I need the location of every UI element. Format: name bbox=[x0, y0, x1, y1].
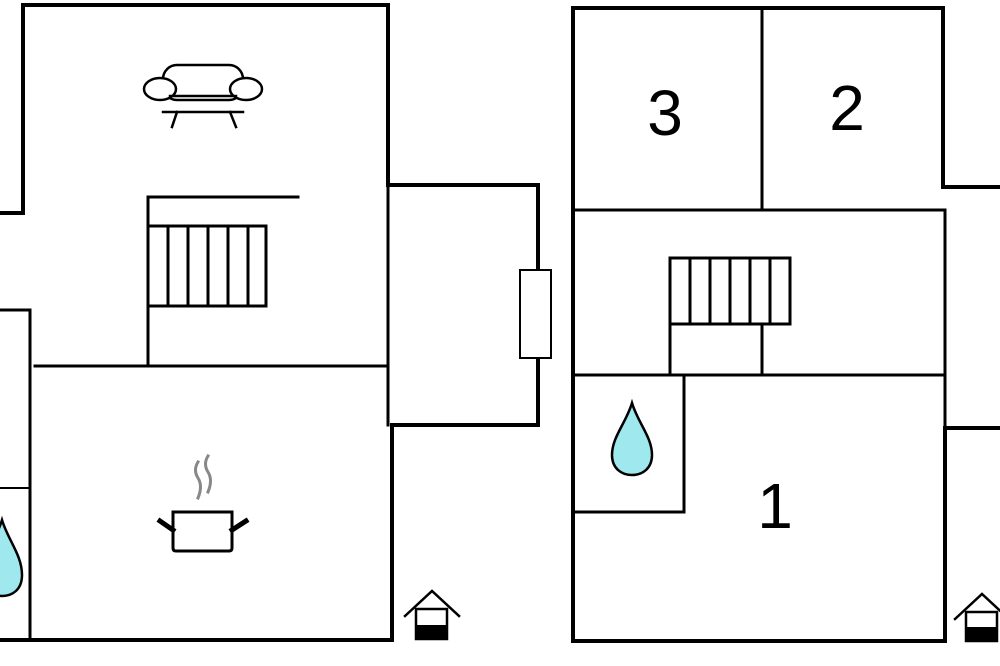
stairs-icon bbox=[146, 224, 268, 308]
ground-floor-plan bbox=[0, 3, 552, 642]
house-entrance-icon bbox=[953, 592, 1000, 643]
first-floor-plan bbox=[571, 6, 1000, 643]
room-number-1: 1 bbox=[757, 470, 793, 542]
outer-wall bbox=[0, 3, 540, 642]
house-entrance-icon bbox=[403, 589, 461, 641]
bathroom-wall bbox=[571, 373, 686, 514]
room-number-3: 3 bbox=[647, 77, 683, 149]
cooking-pot-icon bbox=[156, 453, 250, 553]
water-drop-icon bbox=[610, 398, 654, 477]
sofa-icon bbox=[142, 63, 264, 129]
water-drop-icon bbox=[0, 515, 24, 598]
stairs-icon bbox=[668, 256, 792, 377]
window-icon bbox=[519, 269, 552, 359]
outer-wall bbox=[571, 6, 1000, 643]
room-number-2: 2 bbox=[829, 72, 865, 144]
